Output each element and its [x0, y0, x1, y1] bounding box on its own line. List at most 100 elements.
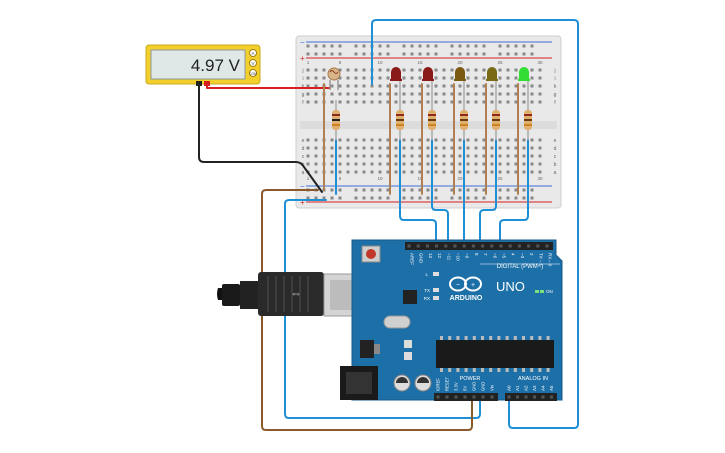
breadboard-hole[interactable]	[306, 162, 310, 166]
rail-hole[interactable]	[386, 52, 390, 56]
breadboard-hole[interactable]	[434, 162, 438, 166]
breadboard-hole[interactable]	[474, 138, 478, 142]
digital-pin-socket[interactable]	[536, 244, 540, 248]
breadboard-hole[interactable]	[514, 68, 518, 72]
breadboard-hole[interactable]	[386, 138, 390, 142]
rail-hole[interactable]	[410, 196, 414, 200]
breadboard-hole[interactable]	[322, 68, 326, 72]
rail-hole[interactable]	[482, 188, 486, 192]
breadboard-hole[interactable]	[458, 92, 462, 96]
breadboard-hole[interactable]	[434, 146, 438, 150]
rail-hole[interactable]	[530, 196, 534, 200]
breadboard-hole[interactable]	[538, 68, 542, 72]
breadboard-hole[interactable]	[354, 138, 358, 142]
breadboard-hole[interactable]	[442, 92, 446, 96]
breadboard-hole[interactable]	[482, 100, 486, 104]
breadboard-hole[interactable]	[442, 84, 446, 88]
breadboard-hole[interactable]	[498, 146, 502, 150]
breadboard-hole[interactable]	[426, 138, 430, 142]
breadboard-hole[interactable]	[418, 170, 422, 174]
breadboard-hole[interactable]	[386, 68, 390, 72]
breadboard-hole[interactable]	[418, 68, 422, 72]
power-pin-socket[interactable]	[472, 395, 476, 399]
breadboard-hole[interactable]	[402, 138, 406, 142]
breadboard-hole[interactable]	[514, 92, 518, 96]
breadboard-hole[interactable]	[474, 92, 478, 96]
breadboard-hole[interactable]	[482, 154, 486, 158]
breadboard-hole[interactable]	[378, 138, 382, 142]
breadboard-hole[interactable]	[378, 100, 382, 104]
breadboard-hole[interactable]	[410, 162, 414, 166]
breadboard-hole[interactable]	[458, 100, 462, 104]
breadboard-hole[interactable]	[506, 170, 510, 174]
rail-hole[interactable]	[378, 196, 382, 200]
breadboard-hole[interactable]	[498, 68, 502, 72]
rail-hole[interactable]	[506, 52, 510, 56]
breadboard-hole[interactable]	[354, 68, 358, 72]
rail-hole[interactable]	[338, 196, 342, 200]
breadboard-hole[interactable]	[306, 92, 310, 96]
breadboard-hole[interactable]	[338, 84, 342, 88]
breadboard-hole[interactable]	[490, 162, 494, 166]
breadboard-hole[interactable]	[338, 76, 342, 80]
breadboard-hole[interactable]	[314, 162, 318, 166]
rail-hole[interactable]	[418, 196, 422, 200]
wire-blue-led5[interactable]	[499, 139, 529, 245]
rail-hole[interactable]	[522, 196, 526, 200]
led-1[interactable]	[390, 67, 402, 100]
breadboard-hole[interactable]	[338, 146, 342, 150]
breadboard-hole[interactable]	[410, 146, 414, 150]
breadboard-hole[interactable]	[514, 100, 518, 104]
rail-hole[interactable]	[482, 44, 486, 48]
breadboard-hole[interactable]	[314, 138, 318, 142]
breadboard-hole[interactable]	[362, 92, 366, 96]
breadboard-hole[interactable]	[418, 162, 422, 166]
breadboard-hole[interactable]	[482, 76, 486, 80]
rail-hole[interactable]	[474, 44, 478, 48]
digital-pin-socket[interactable]	[471, 244, 475, 248]
breadboard-hole[interactable]	[330, 146, 334, 150]
breadboard-hole[interactable]	[434, 68, 438, 72]
rail-hole[interactable]	[362, 196, 366, 200]
breadboard-hole[interactable]	[418, 76, 422, 80]
power-pin-socket[interactable]	[463, 395, 467, 399]
breadboard-hole[interactable]	[466, 76, 470, 80]
rail-hole[interactable]	[530, 52, 534, 56]
rail-hole[interactable]	[530, 44, 534, 48]
breadboard-hole[interactable]	[530, 138, 534, 142]
breadboard-hole[interactable]	[538, 100, 542, 104]
breadboard-hole[interactable]	[426, 92, 430, 96]
breadboard-hole[interactable]	[314, 76, 318, 80]
rail-hole[interactable]	[314, 52, 318, 56]
breadboard-hole[interactable]	[418, 100, 422, 104]
rail-hole[interactable]	[482, 52, 486, 56]
breadboard-hole[interactable]	[482, 162, 486, 166]
breadboard-hole[interactable]	[386, 162, 390, 166]
resistor-4[interactable]	[492, 100, 500, 140]
breadboard-hole[interactable]	[474, 84, 478, 88]
breadboard-hole[interactable]	[410, 170, 414, 174]
rail-hole[interactable]	[506, 44, 510, 48]
breadboard-hole[interactable]	[450, 100, 454, 104]
breadboard-hole[interactable]	[466, 170, 470, 174]
rail-hole[interactable]	[306, 196, 310, 200]
breadboard-hole[interactable]	[346, 170, 350, 174]
breadboard-hole[interactable]	[490, 92, 494, 96]
digital-pin-socket[interactable]	[425, 244, 429, 248]
breadboard-hole[interactable]	[418, 154, 422, 158]
breadboard-hole[interactable]	[538, 154, 542, 158]
digital-pin-socket[interactable]	[416, 244, 420, 248]
breadboard-hole[interactable]	[410, 92, 414, 96]
breadboard-hole[interactable]	[402, 100, 406, 104]
breadboard-hole[interactable]	[410, 84, 414, 88]
breadboard-hole[interactable]	[386, 92, 390, 96]
breadboard-hole[interactable]	[354, 100, 358, 104]
led-2[interactable]	[422, 67, 434, 100]
breadboard-hole[interactable]	[330, 162, 334, 166]
breadboard-hole[interactable]	[394, 100, 398, 104]
breadboard-hole[interactable]	[354, 76, 358, 80]
rail-hole[interactable]	[450, 52, 454, 56]
breadboard-hole[interactable]	[346, 100, 350, 104]
rail-hole[interactable]	[474, 52, 478, 56]
breadboard-hole[interactable]	[426, 154, 430, 158]
